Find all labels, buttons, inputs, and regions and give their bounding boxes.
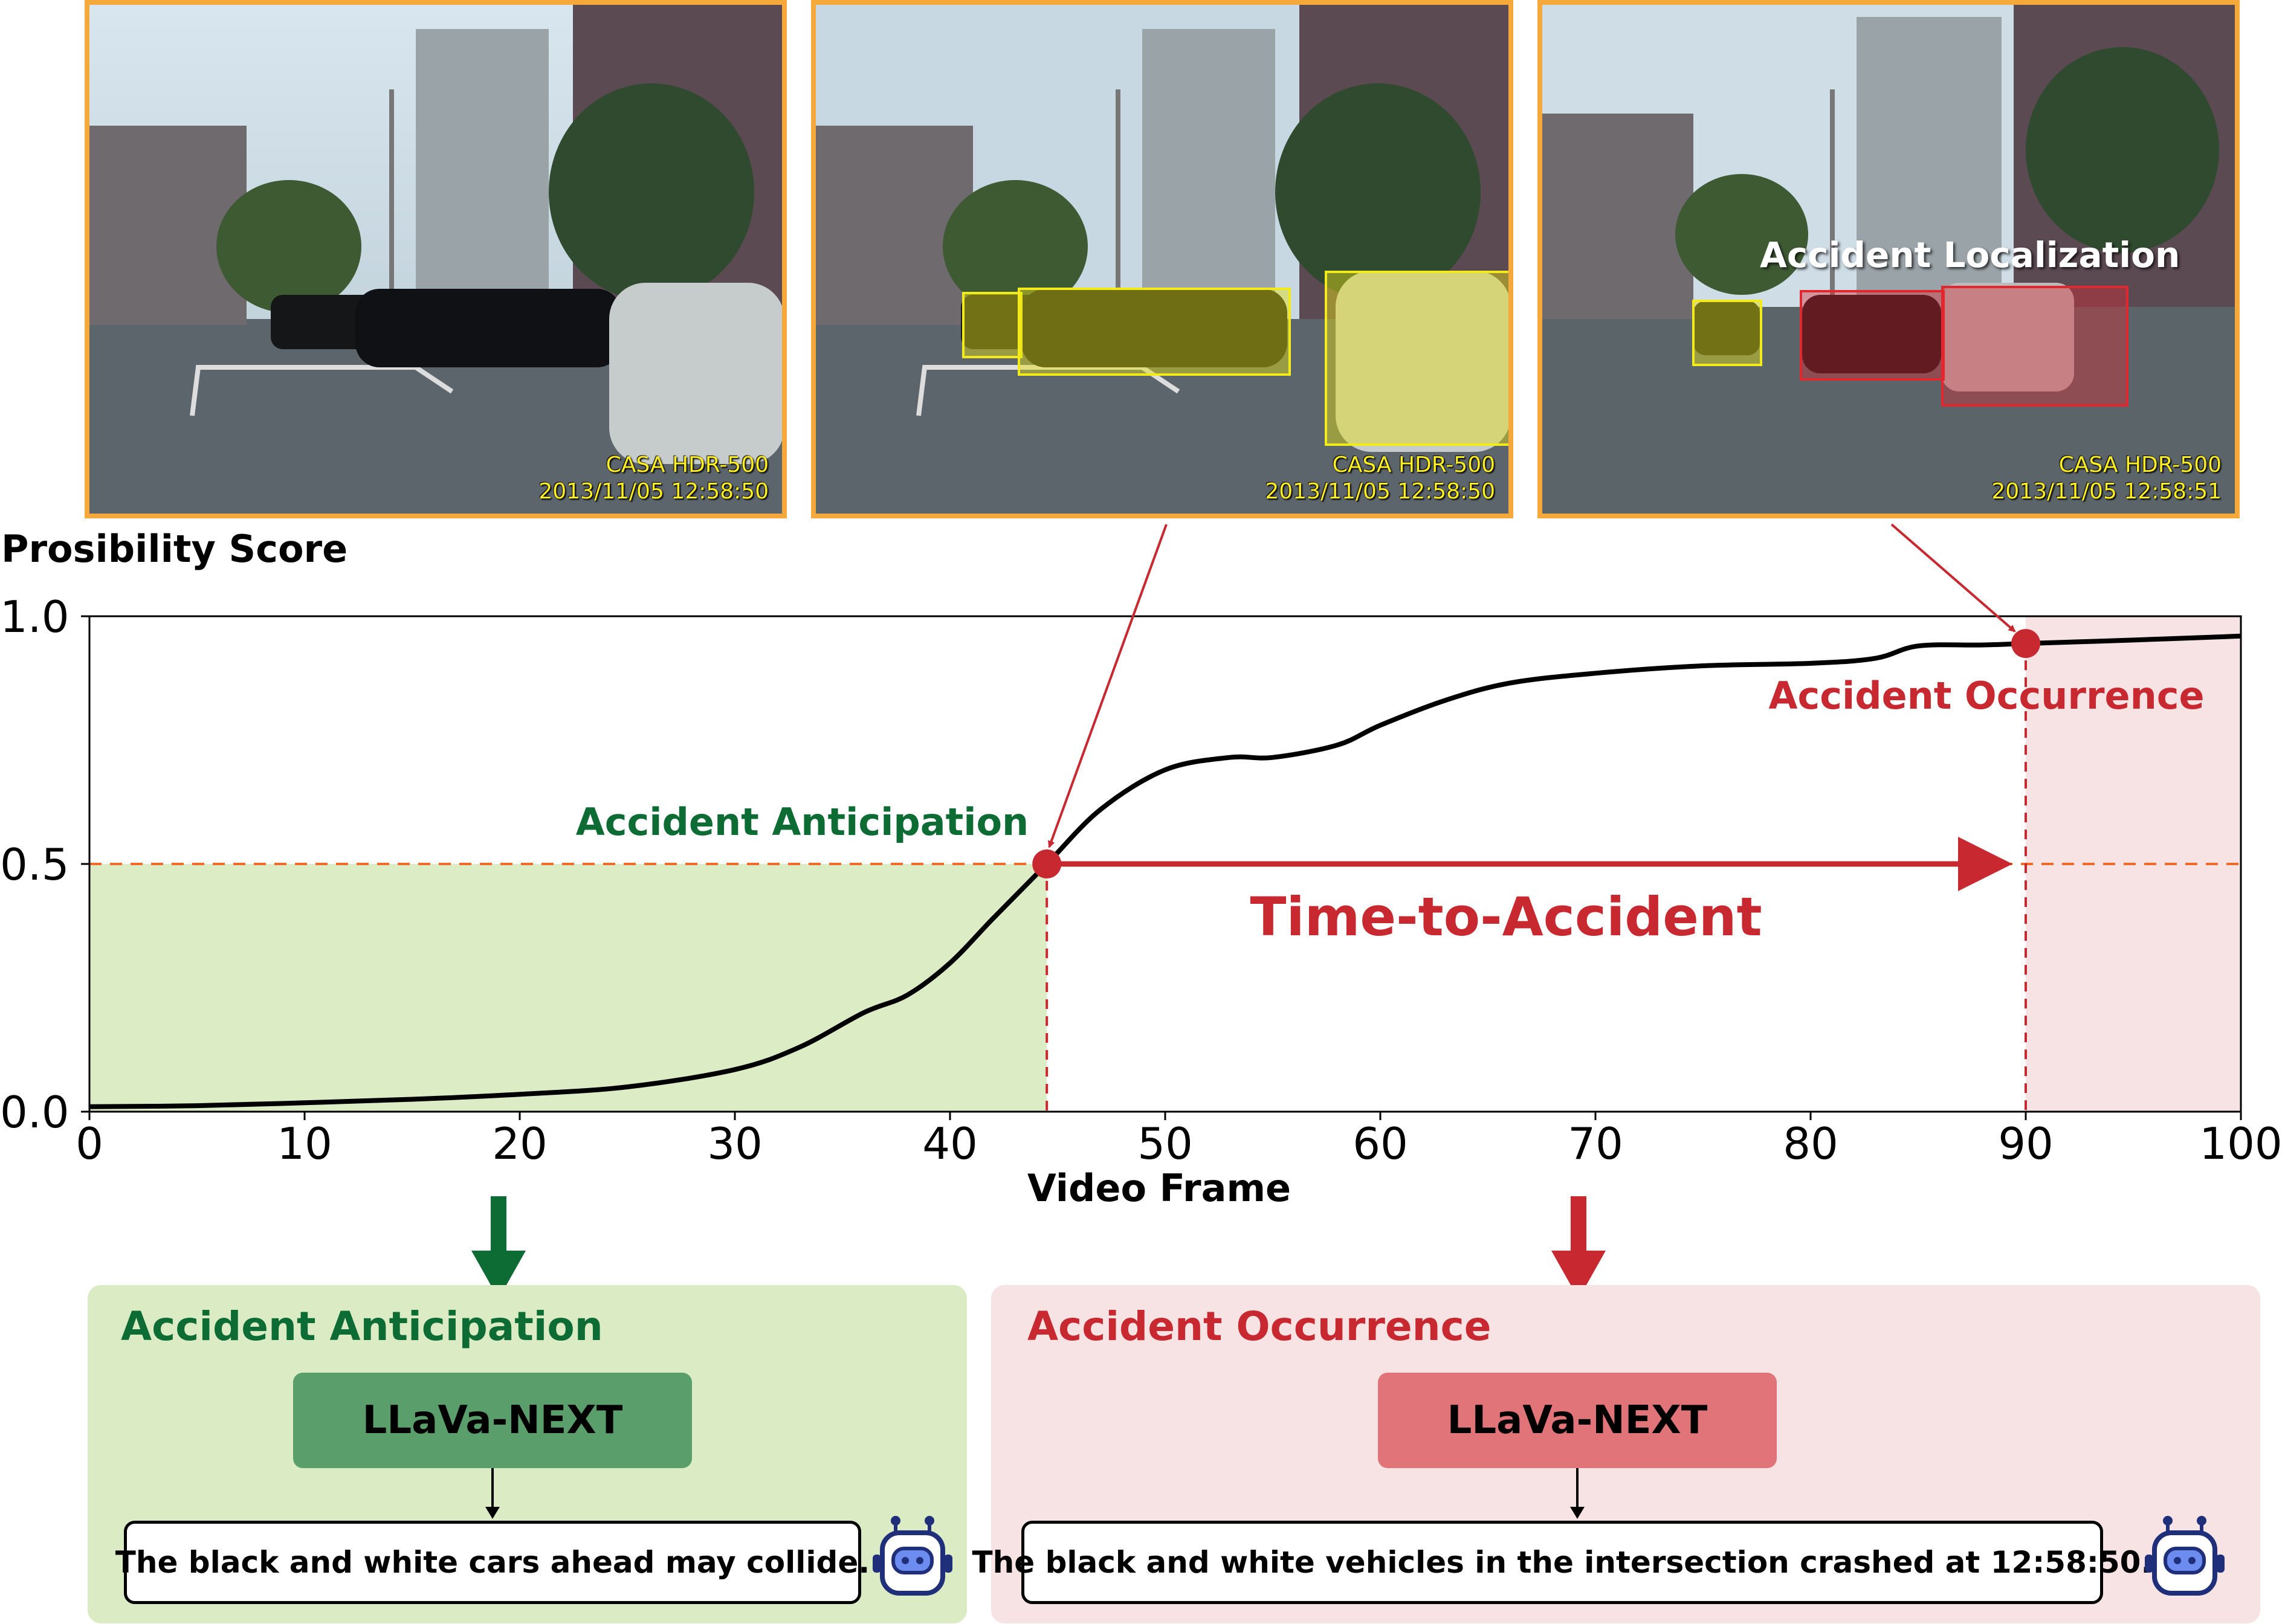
x-axis-label: Video Frame [1027, 1166, 1291, 1208]
camera-label: CASA HDR-500 [2058, 453, 2222, 477]
frame-to-occurrence-arrow [1890, 523, 2016, 633]
accident-localization-label: Accident Localization [1760, 234, 2180, 276]
flow-arrow [1570, 1468, 1585, 1519]
panel-title: Accident Occurrence [1027, 1303, 1492, 1350]
flow-arrow [485, 1468, 500, 1519]
timestamp-overlay: CASA HDR-500 2013/11/05 12:58:50 [538, 452, 769, 505]
probability-chart: 0 10 20 30 40 50 60 70 80 90 100 0.0 0.5 1.0 Prosibi… [0, 523, 2283, 1208]
detection-box [1692, 300, 1762, 366]
frame-timestamp: 2013/11/05 12:58:50 [1265, 479, 1495, 504]
x-tick-label: 60 [1353, 1118, 1408, 1169]
y-axis-label: Prosibility Score [1, 527, 347, 571]
pre-anticipation-region [89, 864, 1047, 1112]
robot-icon [873, 1516, 952, 1596]
panel-title: Accident Anticipation [121, 1303, 603, 1350]
accident-box [1941, 286, 2128, 407]
frame-timestamp: 2013/11/05 12:58:50 [538, 479, 769, 504]
x-tick-label: 50 [1137, 1118, 1193, 1169]
timestamp-overlay: CASA HDR-500 2013/11/05 12:58:50 [1265, 452, 1495, 505]
y-tick-label: 1.0 [0, 591, 69, 642]
x-tick-label: 10 [277, 1118, 332, 1169]
camera-label: CASA HDR-500 [606, 453, 769, 477]
timestamp-overlay: CASA HDR-500 2013/11/05 12:58:51 [1991, 452, 2222, 505]
model-box: LLaVa-NEXT [293, 1373, 692, 1468]
detection-box [1018, 288, 1291, 376]
anticipation-label: Accident Anticipation [576, 800, 1029, 844]
y-tick-label: 0.5 [0, 839, 69, 890]
occurrence-point [2011, 629, 2040, 659]
down-arrow-icon [1551, 1196, 1606, 1299]
detection-box [962, 292, 1023, 358]
frame-to-anticipation-arrow [1047, 524, 1168, 848]
score-curve [89, 633, 2241, 1109]
frame-timestamp: 2013/11/05 12:58:51 [1991, 479, 2222, 504]
x-tick-label: 30 [707, 1118, 763, 1169]
occurrence-panel: Accident Occurrence LLaVa-NEXT The black… [972, 1285, 2260, 1623]
camera-label: CASA HDR-500 [1332, 453, 1495, 477]
accident-box [1800, 290, 1945, 381]
video-frame-original: CASA HDR-500 2013/11/05 12:58:50 [85, 0, 787, 518]
street-scene-image [89, 5, 782, 514]
street-scene-image [1542, 5, 2235, 514]
x-tick-label: 100 [2199, 1118, 2282, 1169]
x-tick-label: 40 [922, 1118, 978, 1169]
detection-box [1325, 271, 1508, 446]
x-tick-label: 80 [1783, 1118, 1838, 1169]
occurrence-label: Accident Occurrence [1768, 674, 2204, 718]
x-tick-label: 70 [1568, 1118, 1623, 1169]
down-arrow-icon [471, 1196, 526, 1299]
video-frame-detection: CASA HDR-500 2013/11/05 12:58:50 [811, 0, 1513, 518]
caption-box: The black and white cars ahead may colli… [115, 1521, 870, 1604]
caption-box: The black and white vehicles in the inte… [972, 1521, 2152, 1604]
x-tick-label: 20 [492, 1118, 548, 1169]
x-tick-label: 0 [76, 1118, 103, 1169]
robot-icon [2145, 1516, 2225, 1596]
anticipation-panel: Accident Anticipation LLaVa-NEXT The bla… [88, 1285, 967, 1623]
video-frame-localization: Accident Localization CASA HDR-500 2013/… [1537, 0, 2240, 518]
anticipation-point [1032, 849, 1062, 878]
model-box: LLaVa-NEXT [1378, 1373, 1777, 1468]
street-scene-image [816, 5, 1508, 514]
time-to-accident-label: Time-to-Accident [1250, 886, 1762, 948]
x-tick-label: 90 [1998, 1118, 2054, 1169]
y-tick-label: 0.0 [0, 1087, 69, 1138]
